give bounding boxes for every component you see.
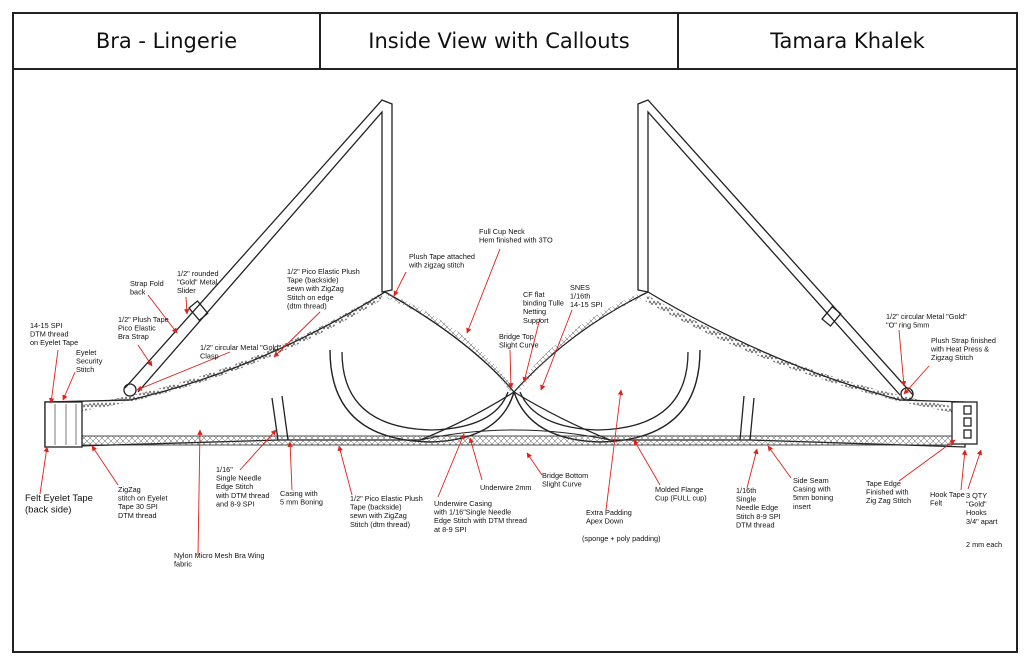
eyelet-tape <box>44 401 83 448</box>
product-title: Bra - Lingerie <box>95 29 238 53</box>
hook-bottom <box>963 429 972 439</box>
garment-outline <box>44 99 978 448</box>
drawing-frame <box>12 68 1018 653</box>
callout-padding-note: (sponge + poly padding) <box>582 534 661 543</box>
left-top-elastic <box>81 293 384 411</box>
right-top-elastic <box>644 295 956 413</box>
left-wing <box>44 291 515 448</box>
slider-right <box>821 305 842 327</box>
callout-hooks-size: 2 mm each <box>966 540 1002 549</box>
eyelet-columns <box>54 404 77 445</box>
callout-clasp: 1/2" circular Metal "Gold"Clasp <box>200 343 281 361</box>
o-ring-left <box>123 383 137 397</box>
view-title: Inside View with Callouts <box>368 29 630 53</box>
left-side-casing <box>271 395 289 441</box>
left-underwire-inner <box>341 351 509 431</box>
designer-name: Tamara Khalek <box>770 29 925 53</box>
hook-top <box>963 405 972 415</box>
slider-left <box>188 300 209 322</box>
callout-underwire: Underwire 2mm <box>480 483 532 492</box>
right-underwire-inner <box>519 351 689 431</box>
callout-arrows <box>39 248 983 556</box>
callout-felt-eyelet: Felt Eyelet Tape(back side) <box>25 493 93 516</box>
right-side-casing <box>739 395 755 441</box>
bottom-band <box>81 435 953 446</box>
hook-mid <box>963 417 972 427</box>
left-strap <box>124 99 393 393</box>
left-neckline <box>387 293 515 392</box>
right-neckline <box>515 293 641 392</box>
callout-o-ring: 1/2" circular Metal "Gold""O" ring 5mm <box>886 312 967 330</box>
right-strap <box>637 99 914 396</box>
bridge-bottom <box>419 429 611 441</box>
